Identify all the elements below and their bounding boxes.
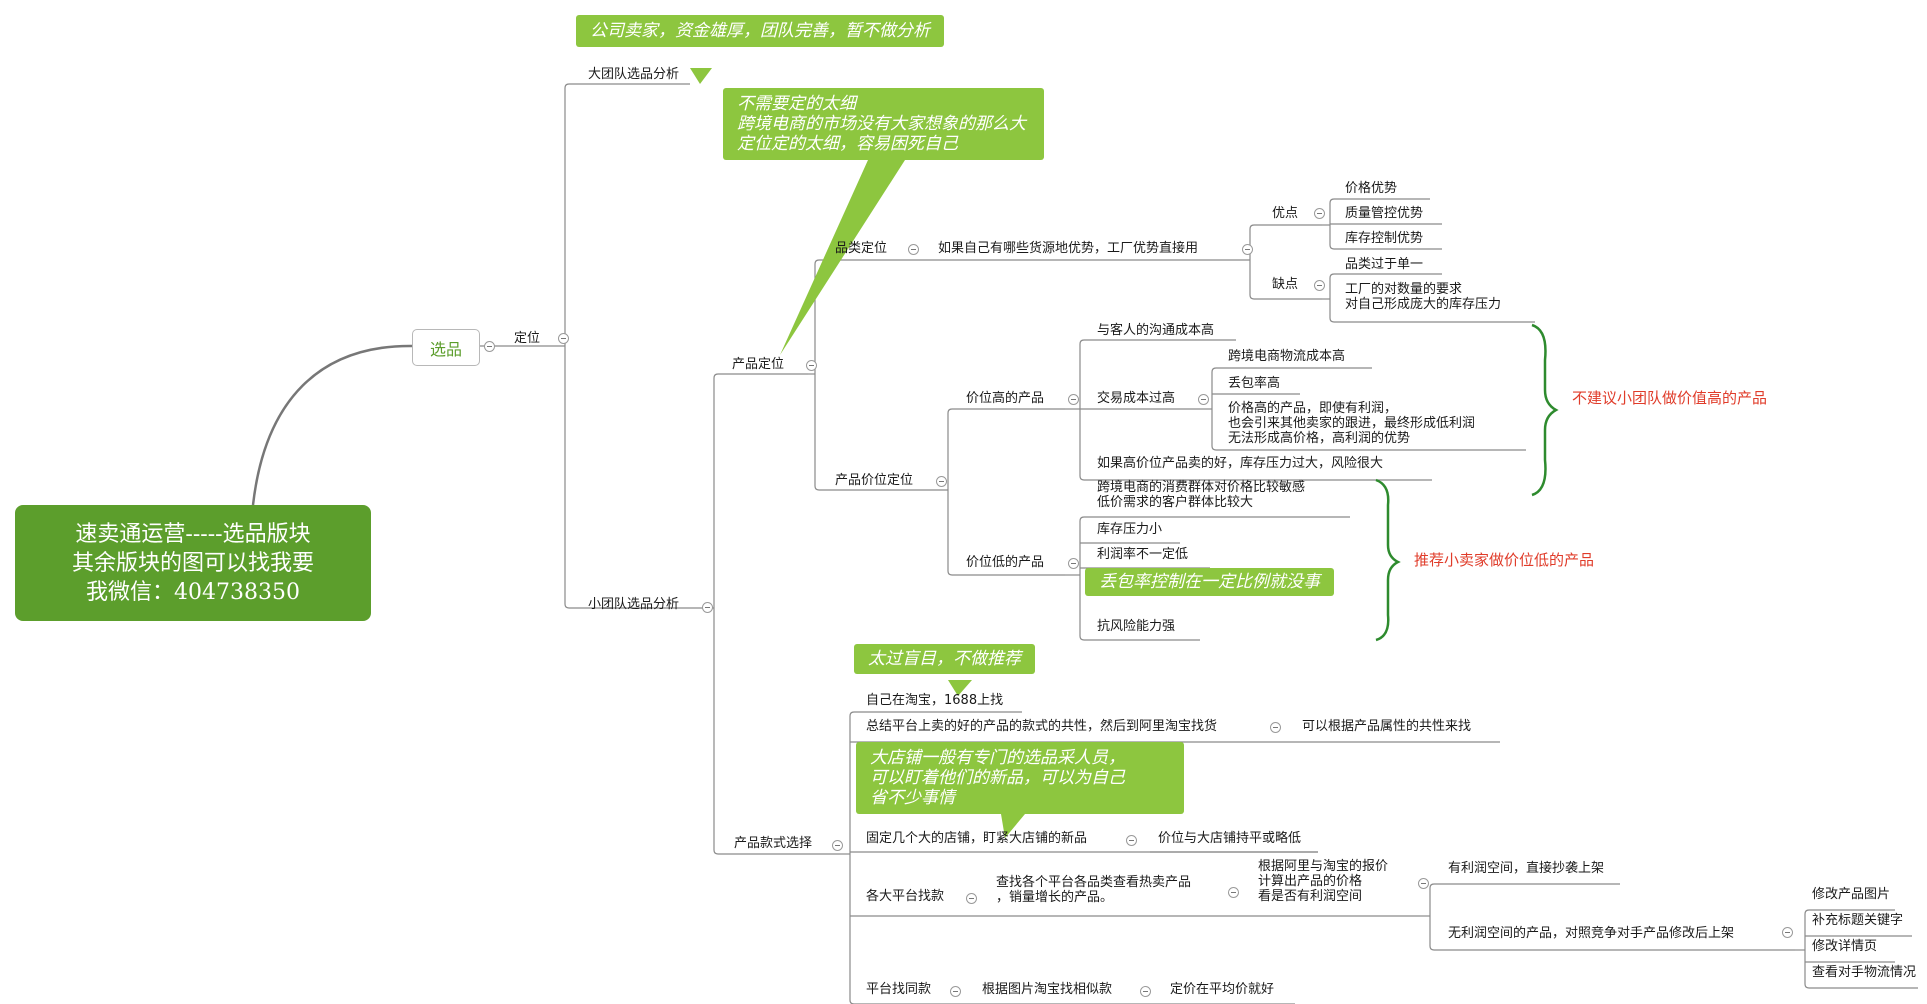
collapse-toggle-icon[interactable] <box>484 341 495 352</box>
node-high-price[interactable]: 价位高的产品 <box>966 391 1045 406</box>
list-item-cons[interactable]: 工厂的对数量的要求 对自己形成庞大的库存压力 <box>1345 282 1502 312</box>
node-price-position[interactable]: 产品价位定位 <box>835 473 914 488</box>
node-no-profit[interactable]: 无利润空间的产品，对照竞争对手产品修改后上架 <box>1448 926 1735 941</box>
root-label: 选品 <box>429 339 462 359</box>
collapse-toggle-icon[interactable] <box>1418 878 1429 889</box>
list-item-low[interactable]: 抗风险能力强 <box>1097 619 1176 634</box>
node-summary-common[interactable]: 总结平台上卖的好的产品的款式的共性，然后到阿里淘宝找货 <box>866 719 1218 734</box>
collapse-toggle-icon[interactable] <box>1068 558 1079 569</box>
list-item-low[interactable]: 利润率不一定低 <box>1097 547 1189 562</box>
collapse-toggle-icon[interactable] <box>558 333 569 344</box>
list-item-low[interactable]: 跨境电商的消费群体对价格比较敏感 低价需求的客户群体比较大 <box>1097 480 1306 510</box>
collapse-toggle-icon[interactable] <box>1270 722 1281 733</box>
list-item-modify[interactable]: 补充标题关键字 <box>1812 913 1904 928</box>
collapse-toggle-icon[interactable] <box>908 244 919 255</box>
central-line: 我微信：404738350 <box>86 579 300 605</box>
collapse-toggle-icon[interactable] <box>1242 244 1253 255</box>
collapse-toggle-icon[interactable] <box>1126 835 1137 846</box>
list-item-high[interactable]: 如果高价位产品卖的好，库存压力过大，风险很大 <box>1097 456 1384 471</box>
list-item-trade-cost[interactable]: 丢包率高 <box>1228 376 1281 391</box>
root-topic[interactable]: 选品 <box>412 329 480 366</box>
node-taobao[interactable]: 自己在淘宝，1688上找 <box>866 693 1004 708</box>
list-item-high[interactable]: 交易成本过高 <box>1097 391 1176 406</box>
collapse-toggle-icon[interactable] <box>1068 394 1079 405</box>
central-topic[interactable]: 速卖通运营-----选品版块 其余版块的图可以找我要 我微信：404738350 <box>15 505 371 621</box>
summary-low-price: 推荐小卖家做价位低的产品 <box>1414 551 1595 569</box>
brace-low <box>1375 478 1401 642</box>
list-item-trade-cost[interactable]: 跨境电商物流成本高 <box>1228 349 1346 364</box>
node-product-position[interactable]: 产品定位 <box>732 357 785 372</box>
node-fixed-shops-child[interactable]: 价位与大店铺持平或略低 <box>1158 831 1302 846</box>
node-low-price[interactable]: 价位低的产品 <box>966 555 1045 570</box>
callout-tail <box>780 160 905 355</box>
callout-packet-loss: 丢包率控制在一定比例就没事 <box>1085 568 1334 596</box>
node-advantage-source[interactable]: 如果自己有哪些货源地优势，工厂优势直接用 <box>938 241 1199 256</box>
collapse-toggle-icon[interactable] <box>1140 986 1151 997</box>
node-big-team[interactable]: 大团队选品分析 <box>588 67 680 82</box>
list-item-modify[interactable]: 查看对手物流情况 <box>1812 965 1917 980</box>
list-item-high[interactable]: 与客人的沟通成本高 <box>1097 323 1215 338</box>
node-pros[interactable]: 优点 <box>1272 206 1299 221</box>
central-line: 速卖通运营-----选品版块 <box>75 521 311 547</box>
node-same-item[interactable]: 平台找同款 <box>866 982 932 997</box>
node-positioning[interactable]: 定位 <box>514 331 541 346</box>
callout-tail <box>690 68 712 84</box>
collapse-toggle-icon[interactable] <box>936 476 947 487</box>
node-small-team[interactable]: 小团队选品分析 <box>588 597 680 612</box>
node-platforms-calc[interactable]: 根据阿里与淘宝的报价 计算出产品的价格 看是否有利润空间 <box>1258 859 1389 904</box>
node-platforms-find[interactable]: 查找各个平台各品类查看热卖产品 ，销量增长的产品。 <box>996 875 1192 905</box>
node-platforms[interactable]: 各大平台找款 <box>866 889 945 904</box>
collapse-toggle-icon[interactable] <box>832 840 843 851</box>
list-item-modify[interactable]: 修改产品图片 <box>1812 887 1891 902</box>
node-profit[interactable]: 有利润空间，直接抄袭上架 <box>1448 861 1605 876</box>
callout-tail <box>1000 808 1030 838</box>
list-item-pros[interactable]: 价格优势 <box>1345 181 1398 196</box>
brace-high <box>1531 323 1559 497</box>
list-item-cons[interactable]: 品类过于单一 <box>1345 257 1424 272</box>
callout-fixed-shops: 大店铺一般有专门的选品采人员， 可以盯着他们的新品，可以为自己 省不少事情 <box>856 742 1184 814</box>
summary-high-price: 不建议小团队做价值高的产品 <box>1572 389 1768 407</box>
node-same-item-price[interactable]: 定价在平均价就好 <box>1170 982 1275 997</box>
node-style-select[interactable]: 产品款式选择 <box>734 836 813 851</box>
list-item-modify[interactable]: 修改详情页 <box>1812 939 1878 954</box>
collapse-toggle-icon[interactable] <box>966 893 977 904</box>
callout-taobao: 太过盲目，不做推荐 <box>854 644 1035 674</box>
node-common-child[interactable]: 可以根据产品属性的共性来找 <box>1302 719 1472 734</box>
central-line: 其余版块的图可以找我要 <box>71 550 314 576</box>
collapse-toggle-icon[interactable] <box>702 602 713 613</box>
list-item-low[interactable]: 库存压力小 <box>1097 522 1163 537</box>
collapse-toggle-icon[interactable] <box>1782 927 1793 938</box>
collapse-toggle-icon[interactable] <box>806 360 817 371</box>
node-fixed-shops[interactable]: 固定几个大的店铺，盯紧大店铺的新品 <box>866 831 1088 846</box>
list-item-pros[interactable]: 库存控制优势 <box>1345 231 1424 246</box>
list-item-pros[interactable]: 质量管控优势 <box>1345 206 1424 221</box>
collapse-toggle-icon[interactable] <box>950 986 961 997</box>
callout-big-team: 公司卖家，资金雄厚，团队完善，暂不做分析 <box>576 15 944 47</box>
callout-precise: 不需要定的太细 跨境电商的市场没有大家想象的那么大 定位定的太细，容易困死自己 <box>723 88 1044 160</box>
list-item-trade-cost[interactable]: 价格高的产品，即使有利润， 也会引来其他卖家的跟进，最终形成低利润 无法形成高价… <box>1228 401 1476 446</box>
collapse-toggle-icon[interactable] <box>1228 887 1239 898</box>
collapse-toggle-icon[interactable] <box>1198 394 1209 405</box>
node-cons[interactable]: 缺点 <box>1272 277 1299 292</box>
collapse-toggle-icon[interactable] <box>1314 208 1325 219</box>
collapse-toggle-icon[interactable] <box>1314 280 1325 291</box>
callout-tail <box>948 680 972 696</box>
node-same-item-child[interactable]: 根据图片淘宝找相似款 <box>982 982 1113 997</box>
node-category[interactable]: 品类定位 <box>835 241 888 256</box>
